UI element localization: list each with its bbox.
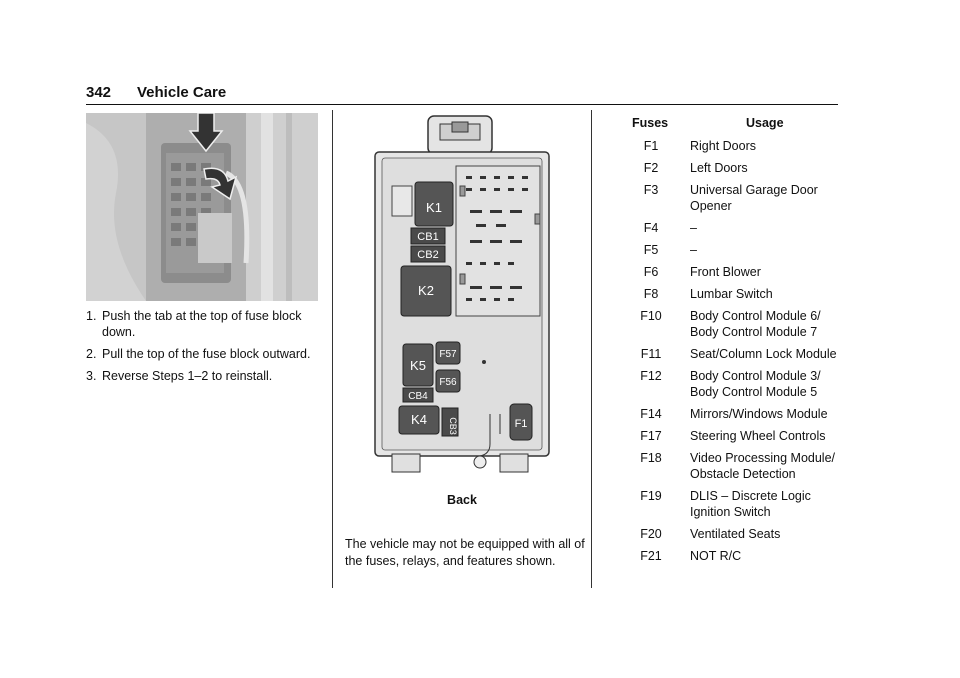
column-divider-right: [591, 110, 592, 588]
table-row: F5 –: [612, 242, 842, 258]
fuse-usage: Body Control Module 6/ Body Control Modu…: [690, 309, 821, 339]
relay-k5-label: K5: [410, 358, 426, 373]
fuse-usage: DLIS – Discrete Logic Ignition Switch: [690, 489, 811, 519]
table-row: F18 Video Processing Module/ Obstacle Det…: [612, 450, 842, 482]
table-row: F20 Ventilated Seats: [612, 526, 842, 542]
diagram-caption: Back: [447, 493, 477, 507]
fuse-id: F20: [640, 527, 662, 541]
fuse-usage: Right Doors: [690, 139, 756, 153]
list-item: 2. Pull the top of the fuse block outwar…: [86, 347, 311, 361]
fuse-id: F8: [643, 287, 659, 301]
fuse-id: F2: [643, 161, 659, 175]
column-divider-left: [332, 110, 333, 588]
fuse-f1-label: F1: [515, 418, 528, 430]
list-item: 3. Reverse Steps 1–2 to reinstall.: [86, 369, 273, 383]
list-item: 1. Push the tab at the top of fuse block…: [86, 309, 302, 339]
fuse-block-diagram-art: K1 CB1 CB2 K2 K5 F57 F56 CB4 K4 CB3 F1: [374, 115, 550, 473]
fuse-usage: Body Control Module 3/ Body Control Modu…: [690, 369, 821, 399]
column-header-usage: Usage: [746, 116, 784, 130]
relay-k2-label: K2: [418, 283, 434, 298]
table-row: F8 Lumbar Switch: [612, 286, 842, 302]
table-row: F11 Seat/Column Lock Module: [612, 346, 842, 362]
fuse-usage: Front Blower: [690, 265, 761, 279]
column-header-fuses: Fuses: [632, 116, 669, 130]
fuse-usage: Lumbar Switch: [690, 287, 773, 301]
table-row: F4 –: [612, 220, 842, 236]
fuse-id: F12: [640, 369, 662, 383]
fuse-usage: NOT R/C: [690, 549, 742, 563]
table-row: F21 NOT R/C: [612, 548, 842, 564]
table-row: F19 DLIS – Discrete Logic Ignition Switch: [612, 488, 842, 520]
fuse-id: F17: [640, 429, 662, 443]
fuse-id: F3: [643, 183, 659, 197]
fuse-id: F11: [640, 347, 662, 361]
equipment-note: The vehicle may not be equipped with all…: [345, 537, 585, 568]
table-row: F1 Right Doors: [612, 138, 842, 154]
fuse-usage: –: [690, 243, 697, 257]
fuse-usage: Universal Garage Door Opener: [690, 183, 818, 213]
table-row: F2 Left Doors: [612, 160, 842, 176]
fuse-id: F21: [640, 549, 662, 563]
fuse-usage: Mirrors/Windows Module: [690, 407, 828, 421]
fuse-usage: Ventilated Seats: [690, 527, 781, 541]
fuse-id: F1: [643, 139, 659, 153]
fuse-id: F4: [643, 221, 659, 235]
relay-k1-label: K1: [426, 200, 442, 215]
fuse-block-photo: [86, 113, 318, 301]
fuse-usage: Steering Wheel Controls: [690, 429, 826, 443]
fuse-block-diagram: K1 CB1 CB2 K2 K5 F57 F56 CB4 K4 CB3 F1: [370, 114, 554, 488]
table-row: F14 Mirrors/Windows Module: [612, 406, 842, 422]
breaker-cb3-label: CB3: [448, 417, 458, 435]
breaker-cb4-label: CB4: [408, 391, 428, 402]
fuse-id: F6: [643, 265, 659, 279]
fuse-id: F10: [640, 309, 662, 323]
table-header: Fuses Usage: [612, 116, 842, 138]
fuse-id: F5: [643, 243, 659, 257]
table-row: F17 Steering Wheel Controls: [612, 428, 842, 444]
fuse-id: F18: [640, 451, 662, 465]
table-row: F6 Front Blower: [612, 264, 842, 280]
page-header: 342 Vehicle Care: [86, 82, 838, 105]
fuse-usage: Left Doors: [690, 161, 748, 175]
fuse-id: F19: [640, 489, 662, 503]
table-row: F3 Universal Garage Door Opener: [612, 182, 842, 214]
breaker-cb2-label: CB2: [417, 249, 438, 261]
instruction-steps: 1. Push the tab at the top of fuse block…: [86, 308, 322, 390]
fuse-id: F14: [640, 407, 662, 421]
table-row: F12 Body Control Module 3/ Body Control M…: [612, 368, 842, 400]
fuse-f56-label: F56: [439, 377, 457, 388]
relay-k4-label: K4: [411, 412, 427, 427]
page-number: 342: [86, 84, 112, 101]
breaker-cb1-label: CB1: [417, 231, 438, 243]
table-row: F10 Body Control Module 6/ Body Control M…: [612, 308, 842, 340]
fuse-block-photo-art: [86, 113, 318, 301]
fuse-usage: –: [690, 221, 697, 235]
section-title: Vehicle Care: [137, 84, 227, 101]
fuse-usage: Seat/Column Lock Module: [690, 347, 837, 361]
fuse-f57-label: F57: [439, 349, 457, 360]
fuse-usage: Video Processing Module/ Obstacle Detect…: [690, 451, 835, 481]
